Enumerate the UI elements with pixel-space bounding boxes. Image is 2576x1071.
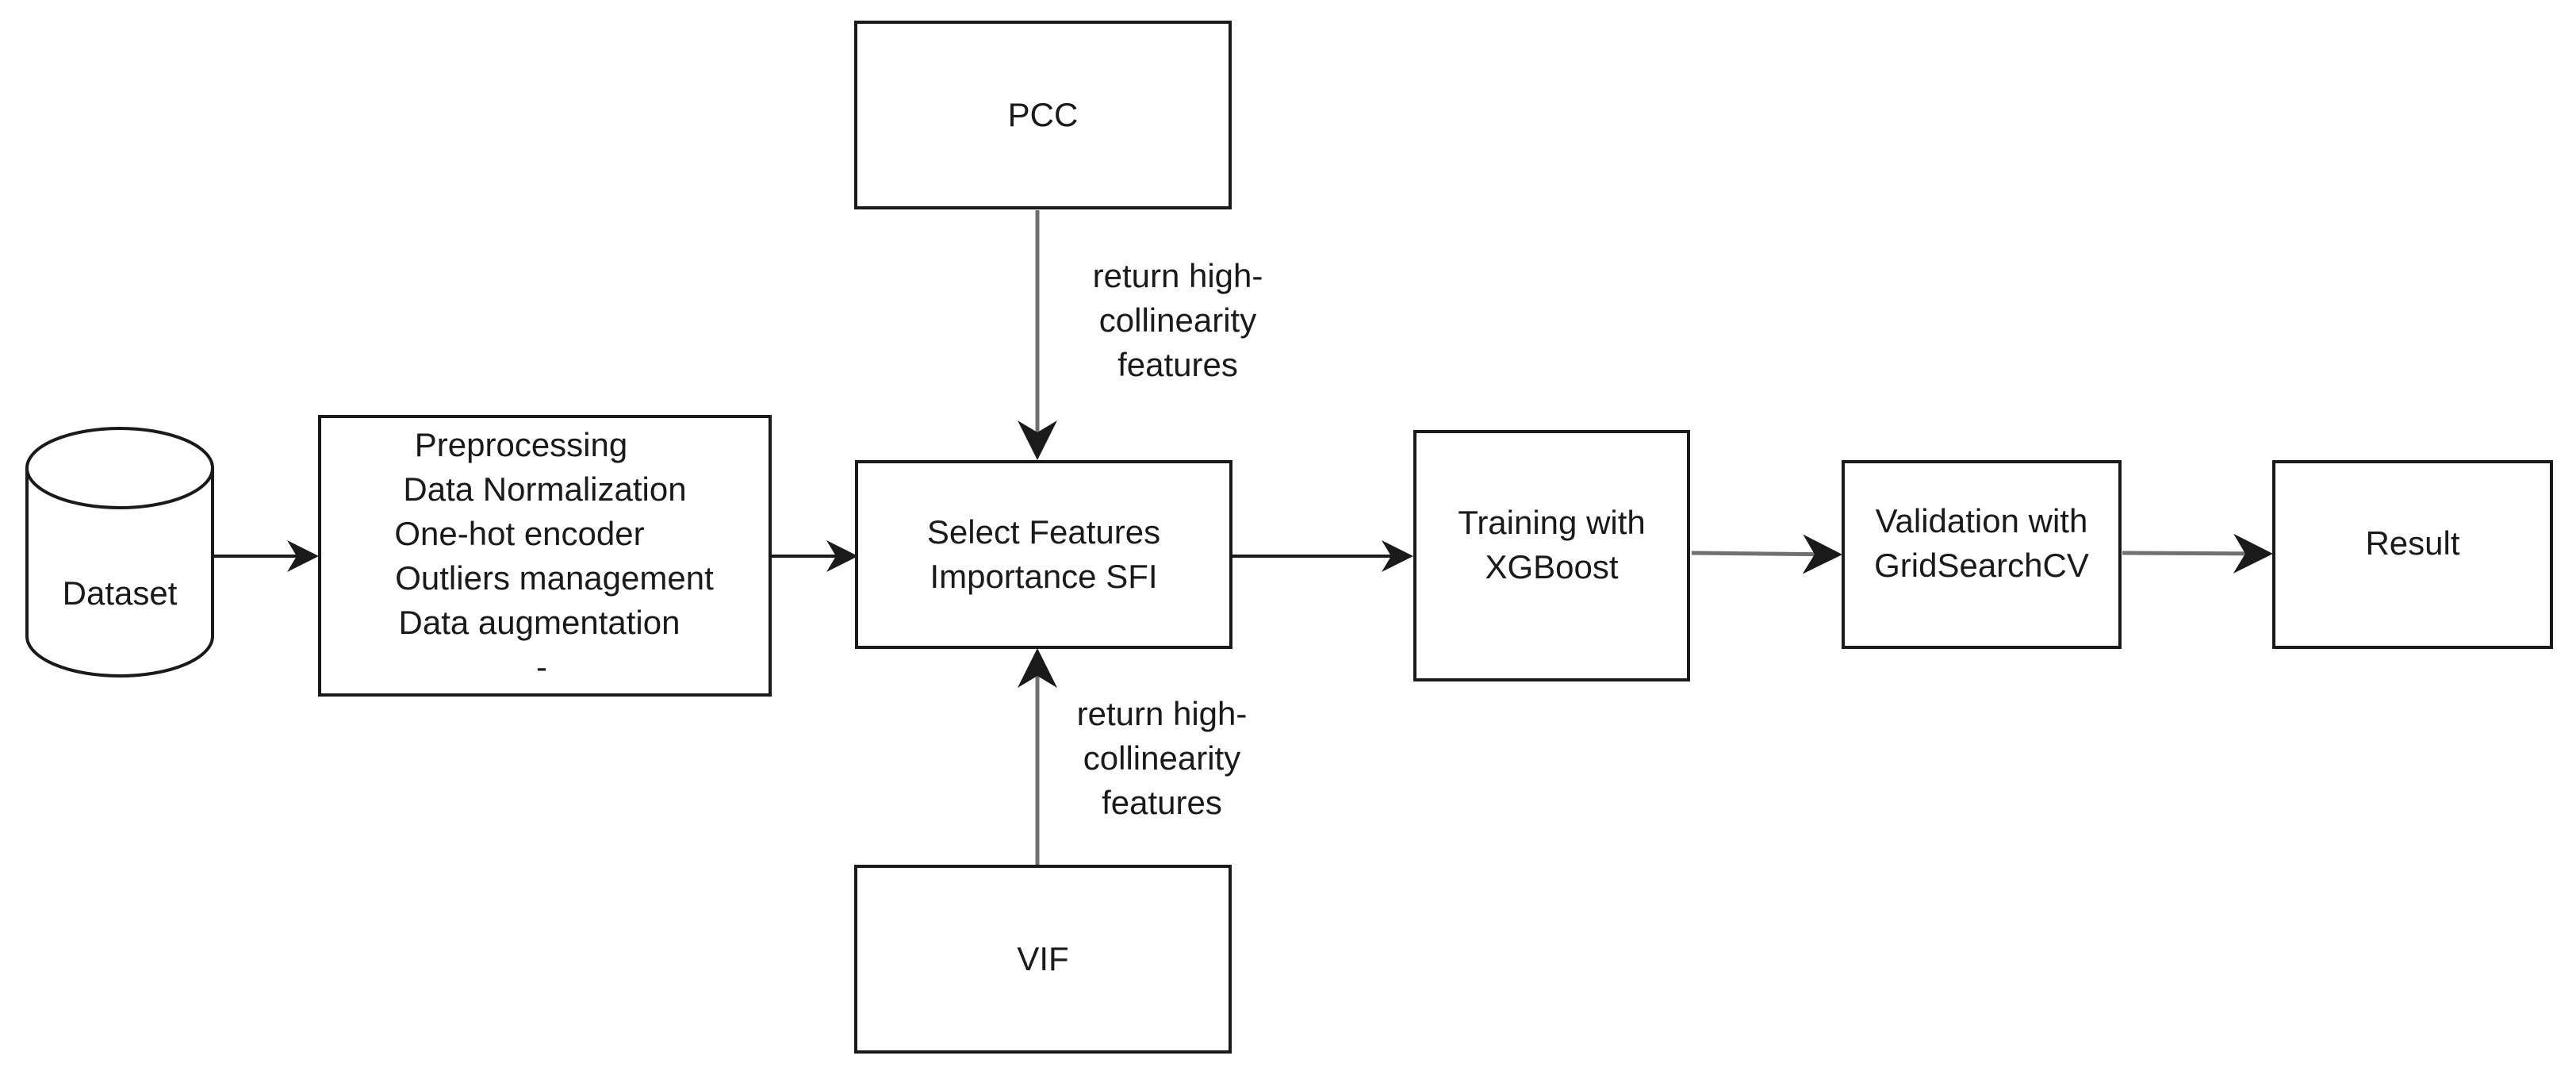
sfi-lines: Select Features Importance SFI <box>927 510 1160 599</box>
dataset-cylinder <box>25 427 214 678</box>
dataset-label: Dataset <box>62 574 178 612</box>
result-label: Result <box>2365 524 2460 562</box>
preprocessing-step: Data augmentation <box>398 603 680 641</box>
edge-gridsearch-to-result <box>2122 533 2273 574</box>
gridsearch-label-line: GridSearchCV <box>1874 547 2089 584</box>
preprocessing-lines: Preprocessing Data Normalization One-hot… <box>376 423 714 689</box>
edge-label-line: collinearity <box>1083 739 1241 777</box>
edge-label-line: return high- <box>1092 257 1263 294</box>
vif-box: VIF <box>854 865 1232 1054</box>
edge-label-line: features <box>1117 346 1238 383</box>
gridsearch-box: Validation with GridSearchCV <box>1842 460 2122 649</box>
edge-label-line: return high- <box>1076 695 1248 732</box>
preprocessing-box: Preprocessing Data Normalization One-hot… <box>318 415 772 697</box>
pcc-box: PCC <box>854 21 1232 209</box>
edge-label-line: features <box>1102 784 1222 821</box>
xgboost-box: Training with XGBoost <box>1413 430 1690 681</box>
sfi-label-line: Importance SFI <box>930 558 1158 595</box>
xgboost-lines: Training with XGBoost <box>1458 501 1646 589</box>
preprocessing-step: Outliers management <box>395 559 714 597</box>
xgboost-label-line: Training with <box>1458 503 1646 541</box>
pcc-edge-label: return high- collinearity features <box>1067 254 1289 387</box>
xgboost-label-line: XGBoost <box>1485 547 1619 585</box>
preprocessing-step: One-hot encoder <box>394 514 645 552</box>
vif-label: VIF <box>1017 940 1069 977</box>
preprocessing-step: - <box>536 647 547 685</box>
edge-label-line: collinearity <box>1098 301 1257 339</box>
gridsearch-lines: Validation with GridSearchCV <box>1874 499 2089 588</box>
result-box: Result <box>2272 460 2553 649</box>
pcc-label: PCC <box>1007 96 1079 133</box>
gridsearch-label-line: Validation with <box>1875 502 2088 539</box>
preprocessing-title: Preprocessing <box>414 425 628 463</box>
preprocessing-step: Data Normalization <box>403 470 687 508</box>
vif-edge-label: return high- collinearity features <box>1051 692 1273 825</box>
edge-xgboost-to-gridsearch <box>1691 534 1842 574</box>
sfi-label-line: Select Features <box>926 513 1161 551</box>
sfi-box: Select Features Importance SFI <box>855 460 1232 649</box>
